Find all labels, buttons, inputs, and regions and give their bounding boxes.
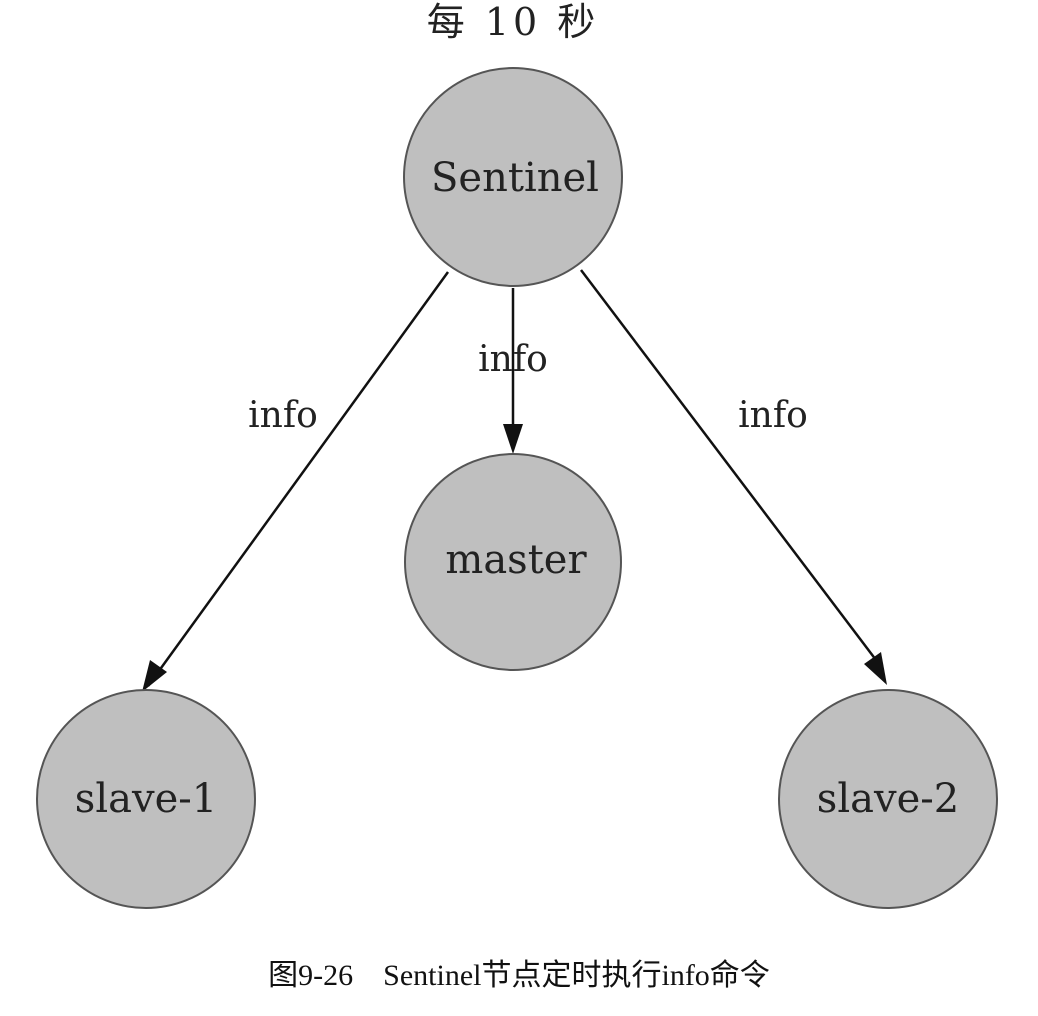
node-master-label: master <box>445 537 587 583</box>
interval-label: 每 10 秒 <box>427 0 600 44</box>
node-master: master <box>404 453 622 671</box>
edge-label-master: info <box>478 339 548 380</box>
arrowhead-slave2 <box>864 652 887 685</box>
arrowhead-master <box>503 424 523 454</box>
arrowhead-slave1 <box>142 660 167 692</box>
figure-caption: 图9-26 Sentinel节点定时执行info命令 <box>268 959 770 992</box>
node-slave2-label: slave-2 <box>817 776 959 822</box>
edge-label-slave2: info <box>738 395 808 436</box>
edge-sentinel-to-slave1 <box>146 271 450 687</box>
node-slave2: slave-2 <box>778 689 998 909</box>
edge-label-slave1: info <box>248 395 318 436</box>
edge-sentinel-to-slave2 <box>580 269 877 661</box>
node-sentinel-label: Sentinel <box>431 155 599 201</box>
node-slave1-label: slave-1 <box>75 776 217 822</box>
node-sentinel: Sentinel <box>403 67 623 287</box>
node-slave1: slave-1 <box>36 689 256 909</box>
